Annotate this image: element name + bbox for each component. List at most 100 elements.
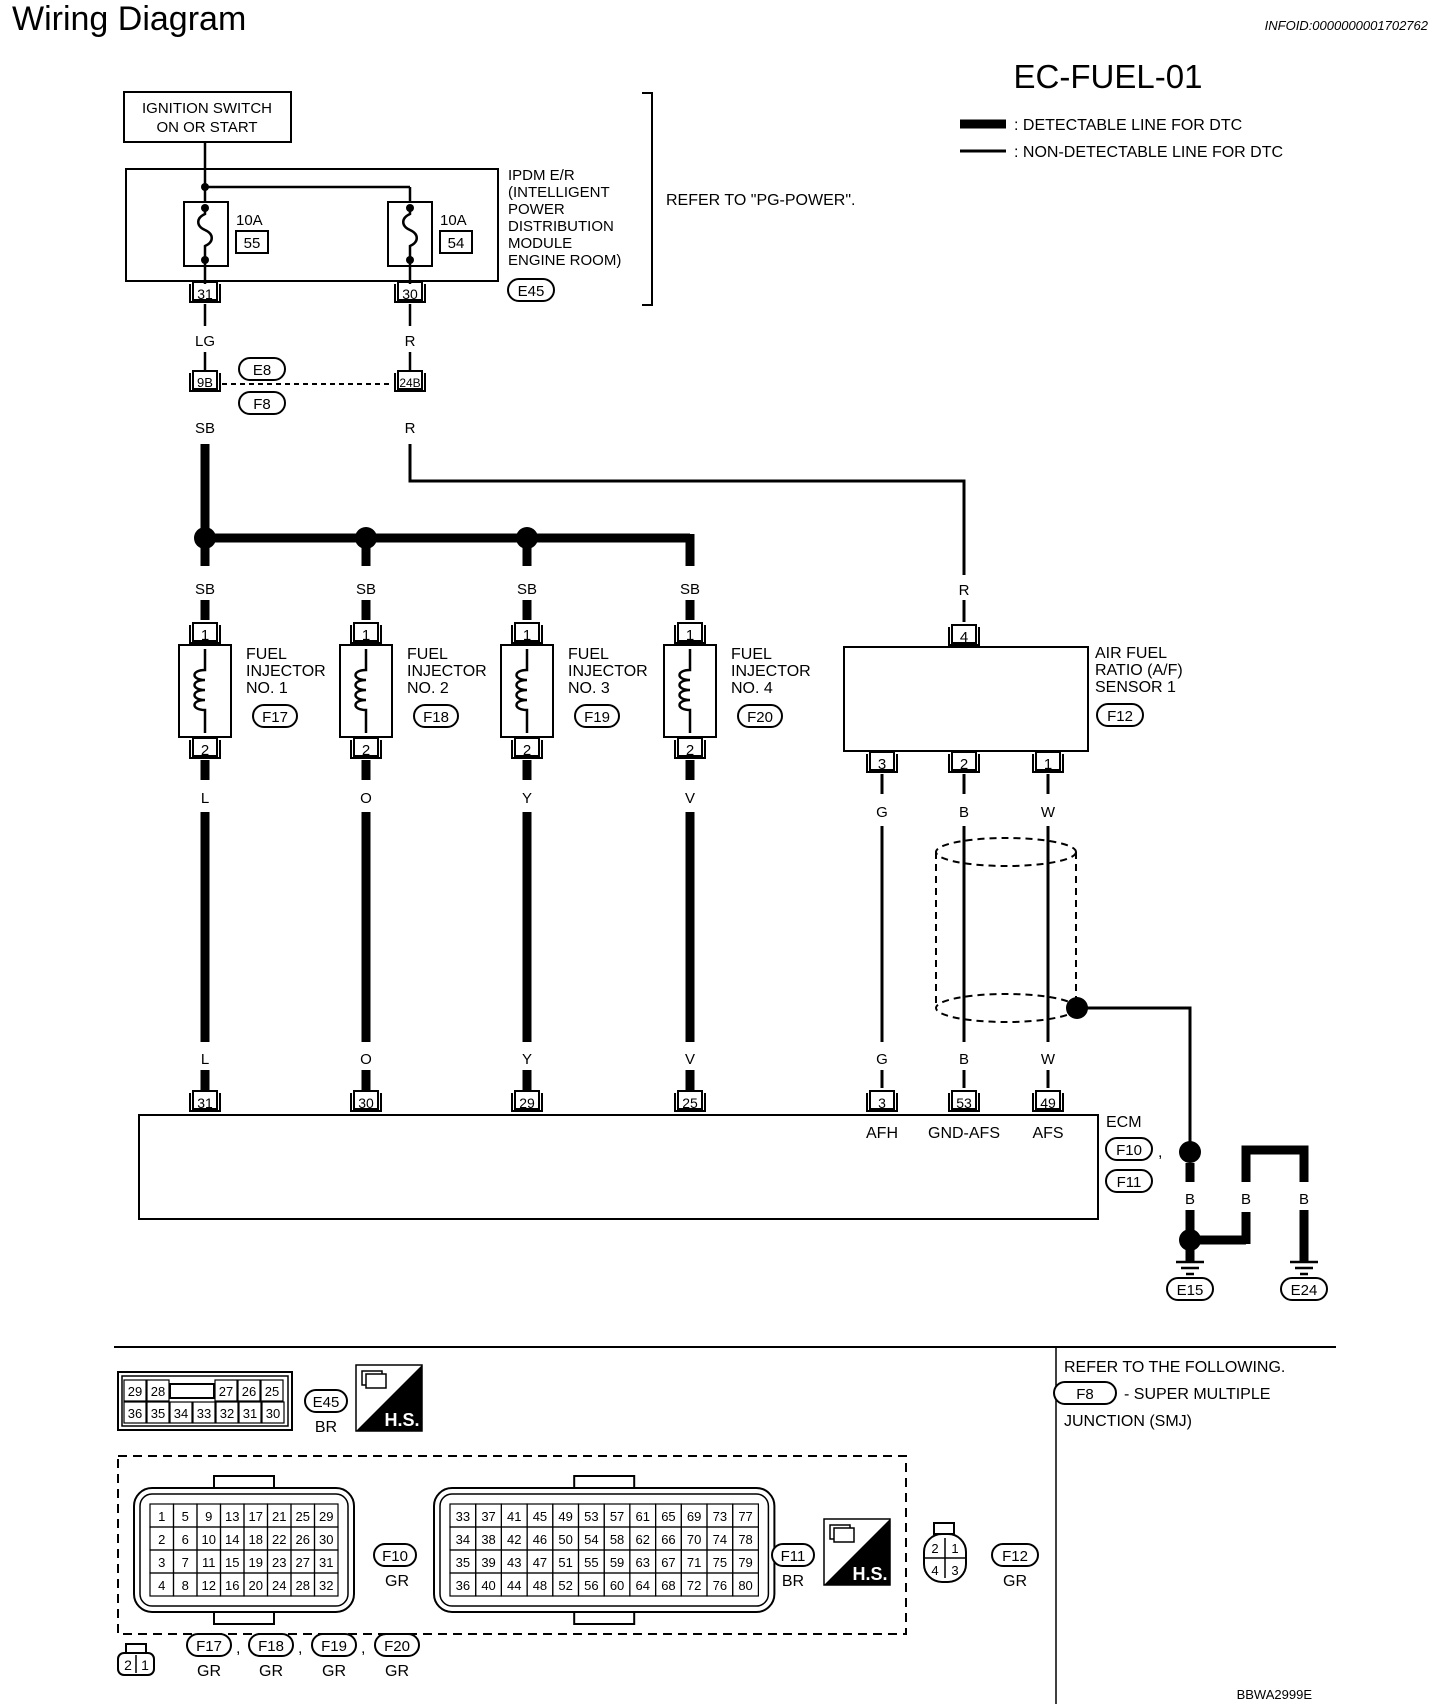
injector-connector: F20 (747, 709, 773, 726)
pin-label: 29 (319, 1509, 333, 1524)
wire-color-r-af: R (959, 582, 970, 599)
pin-label: 66 (661, 1532, 675, 1547)
injector-pin-out: 2 (686, 742, 694, 759)
pin-label: 48 (533, 1578, 547, 1593)
pin-label: 10 (202, 1532, 216, 1547)
junction-connector-f8: F8 (253, 396, 271, 413)
pin-label: 24 (272, 1578, 286, 1593)
pin-label: 16 (225, 1578, 239, 1593)
info-id: INFOID:0000000001702762 (1264, 18, 1428, 33)
pin-label: 35 (456, 1555, 470, 1570)
svg-text:DISTRIBUTION: DISTRIBUTION (508, 218, 614, 235)
pin-label: 36 (456, 1578, 470, 1593)
wire-color-sb-main: SB (195, 420, 215, 437)
pin-label: 69 (687, 1509, 701, 1524)
pin-label: 33 (456, 1509, 470, 1524)
pin-label: 52 (558, 1578, 572, 1593)
pin-label: 40 (481, 1578, 495, 1593)
wire-color-r-below: R (405, 420, 416, 437)
ecm-injector-pin: 31 (197, 1095, 213, 1111)
pin-label: 79 (738, 1555, 752, 1570)
svg-text:3: 3 (951, 1563, 958, 1578)
hs-badge-2: H.S. (823, 1518, 891, 1586)
pin-label: 73 (713, 1509, 727, 1524)
junction-connector-e8: E8 (253, 362, 271, 379)
pin-label: 8 (182, 1578, 189, 1593)
injector-label-line3: NO. 3 (568, 680, 610, 697)
f11-id: F11 (781, 1548, 806, 1565)
shield (935, 837, 1077, 1023)
injector-conn-sep: , (236, 1640, 240, 1657)
pin-label: 75 (713, 1555, 727, 1570)
ipdm-terminal-30: 30 (402, 286, 418, 302)
pin-label: 62 (636, 1532, 650, 1547)
ecm-connector-comma: , (1158, 1144, 1162, 1161)
wire-color-b-bot: B (959, 1051, 969, 1068)
ground-symbol-e15 (1176, 1260, 1204, 1276)
ecm-pin-3: 3 (878, 1095, 886, 1111)
pin-label: 43 (507, 1555, 521, 1570)
injector-connector: F18 (423, 709, 449, 726)
injector-conn-color: GR (322, 1663, 346, 1680)
injector-label-line2: INJECTOR (731, 663, 811, 680)
svg-text:H.S.: H.S. (384, 1410, 419, 1430)
wire-r-to-af-sensor (408, 444, 966, 575)
refer-line3: JUNCTION (SMJ) (1064, 1413, 1192, 1430)
svg-text:MODULE: MODULE (508, 235, 572, 252)
pin-label: 68 (661, 1578, 675, 1593)
pin-label: 56 (584, 1578, 598, 1593)
wire-color-b-gnd2: B (1241, 1191, 1251, 1208)
injector-wire-color: O (360, 790, 372, 807)
ipdm-refer-bracket (642, 92, 653, 306)
pin-label: 41 (507, 1509, 521, 1524)
e45-pin: 32 (220, 1406, 234, 1421)
e45-pin: 28 (151, 1384, 165, 1399)
pin-label: 1 (158, 1509, 165, 1524)
e45-pin: 27 (219, 1384, 233, 1399)
injector-label-line2: INJECTOR (407, 663, 487, 680)
injector-pin-in: 1 (686, 627, 694, 644)
injector-pin-in: 1 (362, 627, 370, 644)
e45-color: BR (315, 1419, 337, 1436)
pin-label: 4 (158, 1578, 165, 1593)
injector-conn-color: GR (385, 1663, 409, 1680)
svg-text:(INTELLIGENT: (INTELLIGENT (508, 184, 610, 201)
fuse-55 (183, 201, 229, 267)
hs-badge: H.S. (355, 1364, 423, 1432)
injector-conn-id: F17 (196, 1638, 222, 1655)
pin-label: 3 (158, 1555, 165, 1570)
pin-label: 18 (249, 1532, 263, 1547)
pin-label: 78 (738, 1532, 752, 1547)
ecm-connector-enclosure (117, 1455, 907, 1635)
pin-label: 34 (456, 1532, 470, 1547)
diagram-code: EC-FUEL-01 (1014, 58, 1203, 95)
fuse-55-amp: 10A (236, 212, 263, 229)
pin-label: 49 (558, 1509, 572, 1524)
injector-conn-id: F18 (258, 1638, 284, 1655)
ipdm-connector: E45 (518, 283, 545, 300)
pin-label: 27 (296, 1555, 310, 1570)
pin-label: 76 (713, 1578, 727, 1593)
pin-label: 30 (319, 1532, 333, 1547)
pin-label: 71 (687, 1555, 701, 1570)
injector-conn-id: F20 (384, 1638, 410, 1655)
ground-e24: E24 (1291, 1282, 1318, 1299)
pin-label: 42 (507, 1532, 521, 1547)
fuse-54-amp: 10A (440, 212, 467, 229)
e45-pin: 26 (242, 1384, 256, 1399)
pin-label: 44 (507, 1578, 521, 1593)
f10-id: F10 (382, 1548, 408, 1565)
connector-view-f12: 2 1 4 3 (923, 1522, 967, 1583)
wire-color-r: R (405, 333, 416, 350)
injector-wire-color-bottom: V (685, 1051, 695, 1068)
af-sensor-connector: F12 (1107, 708, 1133, 725)
wire-color-sb: SB (680, 581, 700, 598)
ipdm-box (125, 168, 499, 282)
wire-color-sb: SB (195, 581, 215, 598)
connector-view-injector: 2 1 (117, 1643, 155, 1676)
